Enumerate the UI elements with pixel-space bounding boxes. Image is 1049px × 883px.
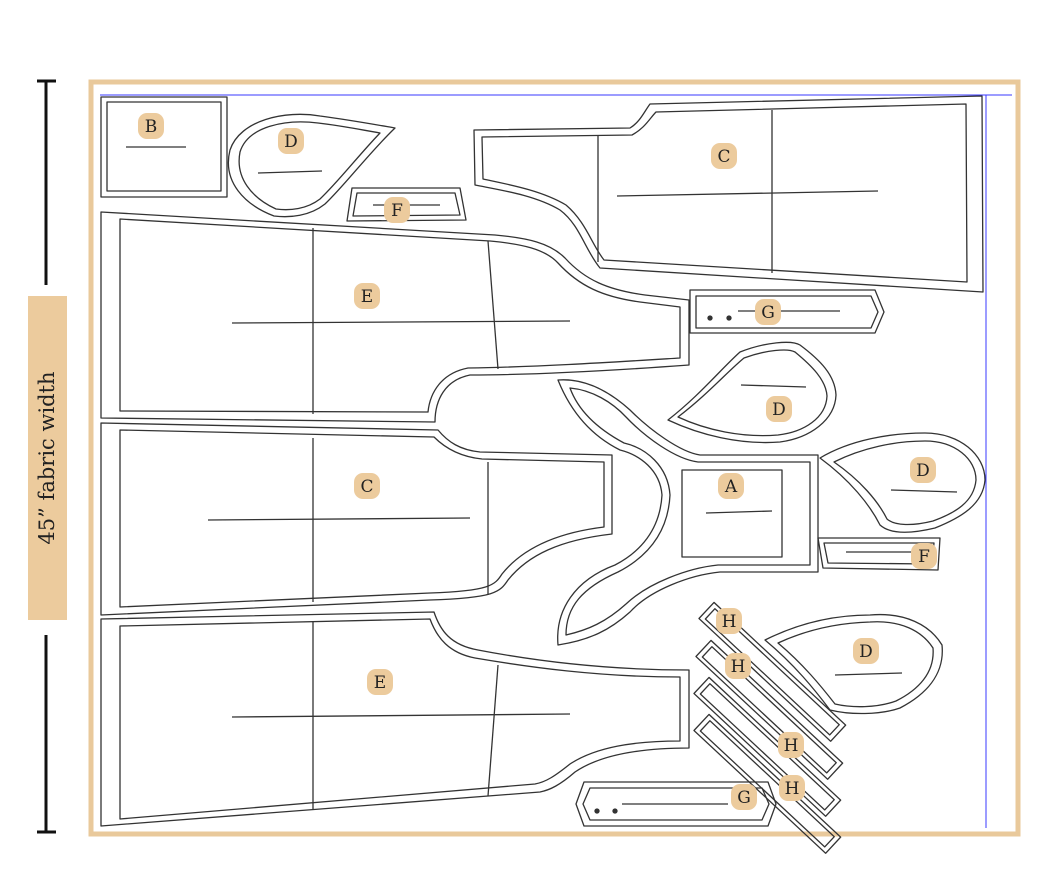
piece-label-badge [779,775,805,801]
piece-label-h2: H [725,653,751,679]
piece-label-badge [711,143,737,169]
piece-label-text: H [731,657,746,677]
piece-d3-outline [819,432,986,533]
piece-d4-outline [764,613,943,715]
piece-label-g2: G [731,784,757,810]
piece-label-e1: E [354,283,380,309]
piece-label-badge [367,669,393,695]
width-label: 45” fabric width [35,371,59,544]
piece-label-text: C [360,477,373,497]
piece-label-b: B [138,113,164,139]
width-label-bar [28,296,67,620]
piece-g1-outline [689,289,885,334]
piece-label-text: C [717,147,730,167]
piece-label-text: F [918,547,930,567]
piece-label-h4: H [779,775,805,801]
piece-c1-outline [473,95,984,293]
piece-labels: B D F C E G D C A D F H H D E H G H [138,113,937,810]
piece-label-badge [778,732,804,758]
piece-g2-outline [575,781,777,827]
piece-label-text: H [785,779,800,799]
piece-b-outline [100,96,228,198]
piece-label-d4: D [853,638,879,664]
piece-label-text: G [737,788,751,808]
piece-label-badge [716,608,742,634]
piece-label-a: A [718,473,744,499]
piece-label-badge [354,473,380,499]
piece-e1-outline [100,211,690,423]
piece-label-badge [755,299,781,325]
piece-label-text: D [859,642,873,662]
piece-label-text: B [145,117,158,137]
piece-label-text: D [916,461,930,481]
piece-label-h3: H [778,732,804,758]
piece-label-d1: D [278,128,304,154]
piece-label-f1: F [384,197,410,223]
piece-label-badge [766,396,792,422]
piece-label-badge [138,113,164,139]
piece-label-badge [731,784,757,810]
piece-label-e2: E [367,669,393,695]
piece-label-text: H [722,612,737,632]
piece-label-d3: D [910,457,936,483]
piece-label-f2: F [911,543,937,569]
piece-d1-outline [227,113,396,218]
piece-d2-outline [667,341,837,444]
piece-label-badge [278,128,304,154]
piece-label-badge [725,653,751,679]
piece-label-badge [853,638,879,664]
fabric-frame [88,79,1021,837]
piece-label-badge [911,543,937,569]
piece-c2-outline [100,422,613,616]
width-dimension: 45” fabric width [28,79,67,834]
piece-h-strips-outline [693,601,847,854]
piece-label-text: A [724,477,738,497]
piece-label-d2: D [766,396,792,422]
piece-label-text: D [284,132,298,152]
piece-e2-outline [100,611,690,827]
piece-label-badge [384,197,410,223]
piece-label-text: D [772,400,786,420]
piece-label-text: E [374,673,386,693]
piece-label-badge [354,283,380,309]
piece-label-text: F [391,201,403,221]
piece-label-h1: H [716,608,742,634]
piece-label-c1: C [711,143,737,169]
piece-label-text: H [784,736,799,756]
piece-label-badge [910,457,936,483]
piece-label-text: G [761,303,775,323]
piece-a-outline [557,379,819,646]
piece-label-c2: C [354,473,380,499]
piece-label-g1: G [755,299,781,325]
piece-label-text: E [361,287,373,307]
piece-label-badge [718,473,744,499]
